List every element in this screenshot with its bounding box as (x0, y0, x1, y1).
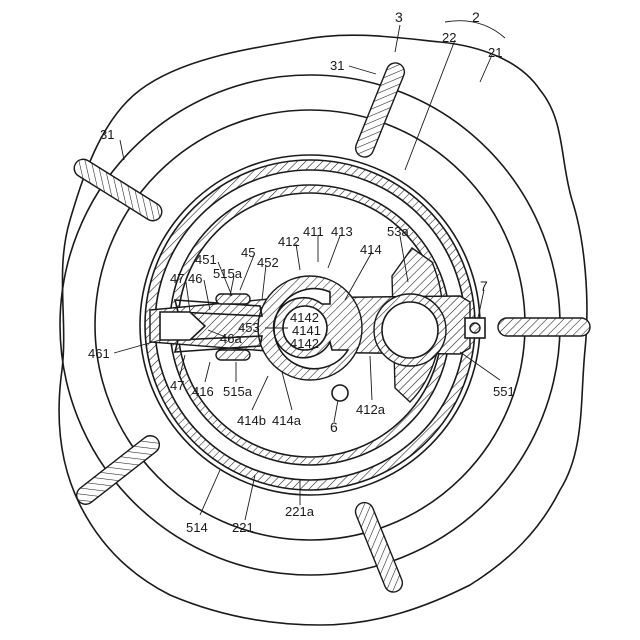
label-551: 551 (493, 384, 515, 399)
label-2: 2 (472, 9, 480, 25)
slot-515a-top (216, 294, 250, 304)
spoke-31-bottom (353, 500, 405, 595)
label-3: 3 (395, 9, 403, 25)
label-4142-bottom: 4142 (290, 336, 319, 351)
label-515a-bottom: 515a (223, 384, 253, 399)
label-412: 412 (278, 234, 300, 249)
label-451: 451 (195, 252, 217, 267)
label-416: 416 (192, 384, 214, 399)
label-411: 411 (303, 224, 324, 239)
label-221: 221 (232, 520, 254, 535)
label-22: 22 (442, 30, 456, 45)
spoke-31-top (353, 60, 407, 159)
label-7: 7 (480, 278, 488, 294)
label-21: 21 (488, 45, 502, 60)
label-413: 413 (331, 224, 353, 239)
label-31-left: 31 (100, 127, 114, 142)
label-46a: 46a (220, 331, 242, 346)
label-47-top: 47 (170, 271, 184, 286)
label-461: 461 (88, 346, 110, 361)
label-46: 46 (188, 271, 202, 286)
label-412a: 412a (356, 402, 386, 417)
label-514: 514 (186, 520, 208, 535)
roller-6 (332, 385, 348, 401)
label-414a: 414a (272, 413, 302, 428)
slot-515a-bottom (216, 350, 250, 360)
label-414b: 414b (237, 413, 266, 428)
label-6: 6 (330, 419, 338, 435)
label-47-bottom: 47 (170, 378, 184, 393)
label-221a: 221a (285, 504, 315, 519)
label-31-top: 31 (330, 58, 344, 73)
label-45: 45 (241, 245, 255, 260)
spoke-31-right (498, 318, 590, 336)
label-452: 452 (257, 255, 279, 270)
pin-7-dot (470, 323, 480, 333)
hole-551-inner (382, 302, 438, 358)
spoke-31-bottom-left (73, 432, 163, 508)
label-53a: 53a (387, 224, 409, 239)
label-414: 414 (360, 242, 382, 257)
label-515a-top: 515a (213, 266, 243, 281)
